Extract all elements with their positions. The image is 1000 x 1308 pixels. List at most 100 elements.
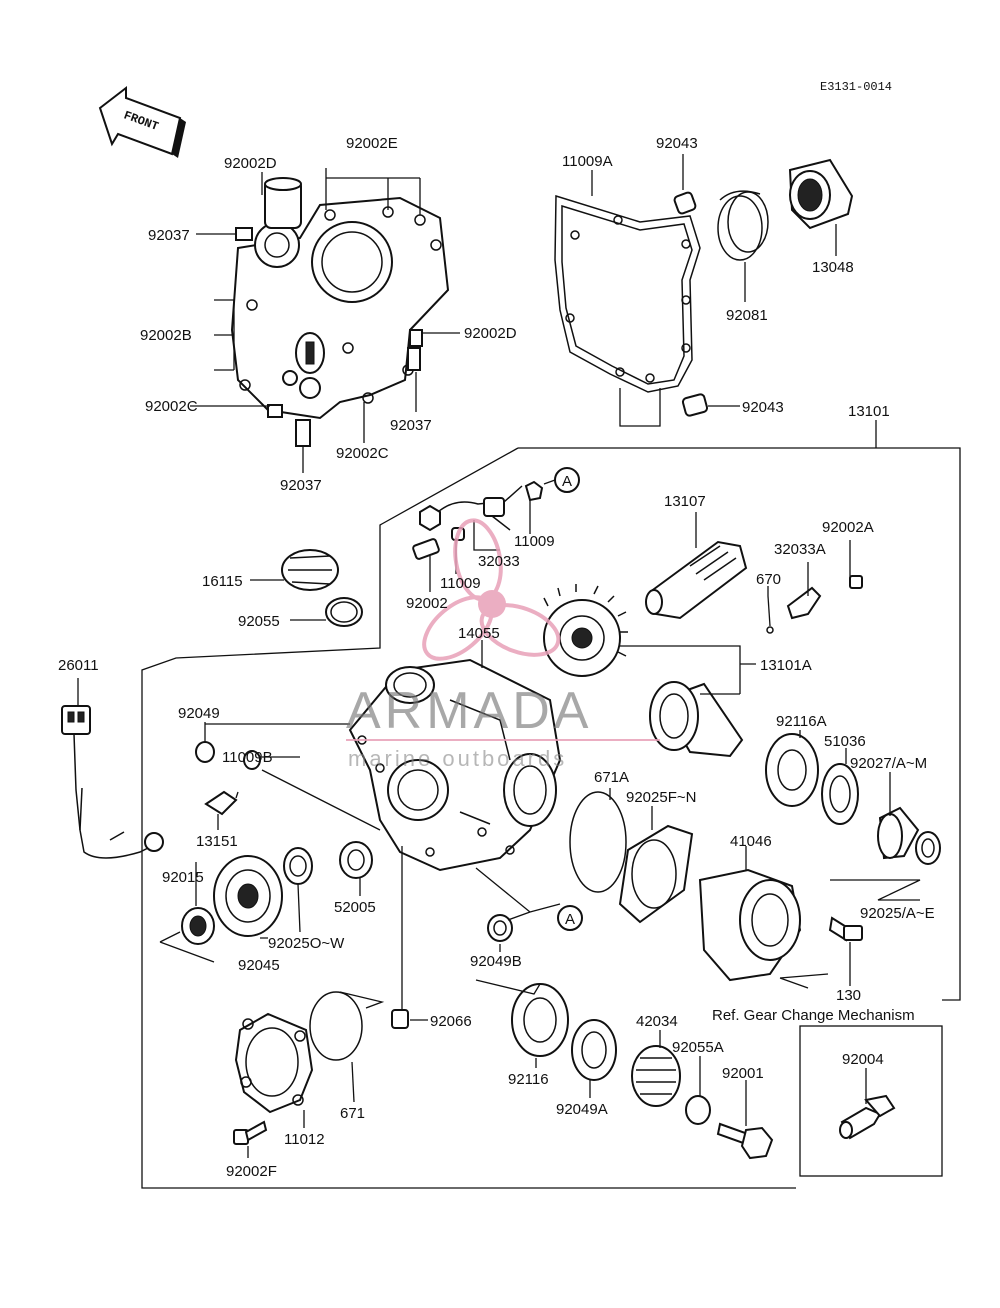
diagram-code: E3131-0014 (820, 80, 892, 94)
label-92002C-bottom: 92002C (336, 445, 389, 462)
bolt-130 (828, 916, 863, 942)
label-42034: 42034 (636, 1013, 678, 1030)
label-92002B: 92002B (140, 327, 192, 344)
label-13101: 13101 (848, 403, 890, 420)
crankcase-cover (230, 177, 450, 420)
label-13107: 13107 (664, 493, 706, 510)
bolt-92002F (233, 1120, 268, 1145)
section-note: Ref. Gear Change Mechanism (712, 1007, 915, 1024)
gasket-671A (569, 791, 627, 893)
switch-13151 (204, 790, 239, 816)
propeller-logo-icon (422, 518, 561, 661)
watermark-brand: ARMADA (346, 682, 592, 740)
wire-26011 (61, 705, 164, 859)
label-92025FN: 92025F~N (626, 789, 696, 806)
label-11009A: 11009A (562, 153, 613, 170)
shaft-13107 (645, 540, 748, 620)
label-92002: 92002 (406, 595, 448, 612)
leader-lines-cover (190, 168, 460, 473)
label-11009B: 11009B (222, 749, 273, 766)
label-92049: 92049 (178, 705, 220, 722)
label-14055: 14055 (458, 625, 500, 642)
seal-52005 (339, 841, 373, 879)
dowel-92043-bottom (681, 393, 709, 417)
seal-51036 (821, 763, 859, 825)
leader-lines-assembly (77, 500, 921, 1158)
label-26011: 26011 (58, 657, 99, 674)
label-92043-bottom: 92043 (742, 399, 784, 416)
label-92116: 92116 (508, 1071, 549, 1088)
bearing-92116A (765, 733, 819, 807)
bearing-13048 (788, 158, 854, 230)
label-671: 671 (340, 1105, 365, 1122)
watermark: ARMADA marine outboards (346, 518, 660, 771)
washer-92025AE (915, 831, 941, 865)
sleeve-92027 (877, 806, 920, 860)
label-13101A: 13101A (760, 657, 812, 674)
label-92002D-right: 92002D (464, 325, 517, 342)
oring-92055A (685, 1095, 711, 1125)
label-130: 130 (836, 987, 861, 1004)
label-51036: 51036 (824, 733, 866, 750)
gear-housing-14055 (348, 658, 562, 872)
label-92015: 92015 (162, 869, 204, 886)
dowel-pins (235, 227, 423, 447)
dowel-92066 (391, 1009, 409, 1029)
label-16115: 16115 (202, 573, 243, 590)
housing-41046 (698, 868, 802, 982)
dowel-92043-top (673, 191, 697, 215)
spring-92081 (717, 190, 769, 261)
label-11012: 11012 (284, 1131, 325, 1148)
label-92037-c: 92037 (280, 477, 322, 494)
bolt-92001 (716, 1122, 774, 1160)
watermark-tagline: marine outboards (348, 746, 567, 771)
part-labels: 92002E 92002D 92037 92002B 92002D 92002C… (58, 135, 935, 1180)
label-92049A: 92049A (556, 1101, 608, 1118)
bearing-92045 (213, 855, 283, 937)
label-92002E: 92002E (346, 135, 398, 152)
seal-92015 (181, 907, 215, 945)
seal-92049A (571, 1019, 617, 1081)
ref-marker-top: A (543, 467, 580, 493)
label-92116A: 92116A (776, 713, 827, 730)
label-92081: 92081 (726, 307, 768, 324)
label-92055A: 92055A (672, 1039, 724, 1056)
label-92002D-top: 92002D (224, 155, 277, 172)
cover-11012 (234, 1012, 314, 1114)
breather-hose (412, 480, 544, 560)
lever-32033A (766, 575, 863, 634)
label-52005: 52005 (334, 899, 376, 916)
label-92001: 92001 (722, 1065, 764, 1082)
cover-92025FN (618, 824, 694, 924)
leader-lines-gasket (591, 154, 837, 427)
bearing-92116 (511, 983, 569, 1057)
label-92049B: 92049B (470, 953, 522, 970)
filler-cap-16115 (281, 549, 339, 591)
washer-11009B (243, 750, 261, 770)
front-arrow-icon: FRONT (98, 85, 186, 158)
washer-92025OW (283, 847, 313, 885)
oring-92055 (325, 597, 363, 627)
label-670: 670 (756, 571, 781, 588)
oring-671 (309, 991, 363, 1061)
gear-13101A (543, 584, 744, 758)
ref-marker-bottom: A (557, 905, 583, 931)
label-92037-b: 92037 (390, 417, 432, 434)
label-92002A: 92002A (822, 519, 874, 536)
gasket-11009A (554, 194, 701, 393)
label-92066: 92066 (430, 1013, 472, 1030)
label-671A: 671A (594, 769, 629, 786)
ref-marker-bottom-label: A (565, 911, 575, 928)
label-92027AM: 92027/A~M (850, 755, 927, 772)
label-92004: 92004 (842, 1051, 884, 1068)
label-13048: 13048 (812, 259, 854, 276)
assembly-boundary (141, 420, 961, 1189)
label-92045: 92045 (238, 957, 280, 974)
label-11009-a: 11009 (514, 533, 555, 550)
label-92002C-left: 92002C (145, 398, 198, 415)
label-32033: 32033 (478, 553, 520, 570)
label-32033A: 32033A (774, 541, 826, 558)
label-11009-b: 11009 (440, 575, 481, 592)
label-41046: 41046 (730, 833, 772, 850)
